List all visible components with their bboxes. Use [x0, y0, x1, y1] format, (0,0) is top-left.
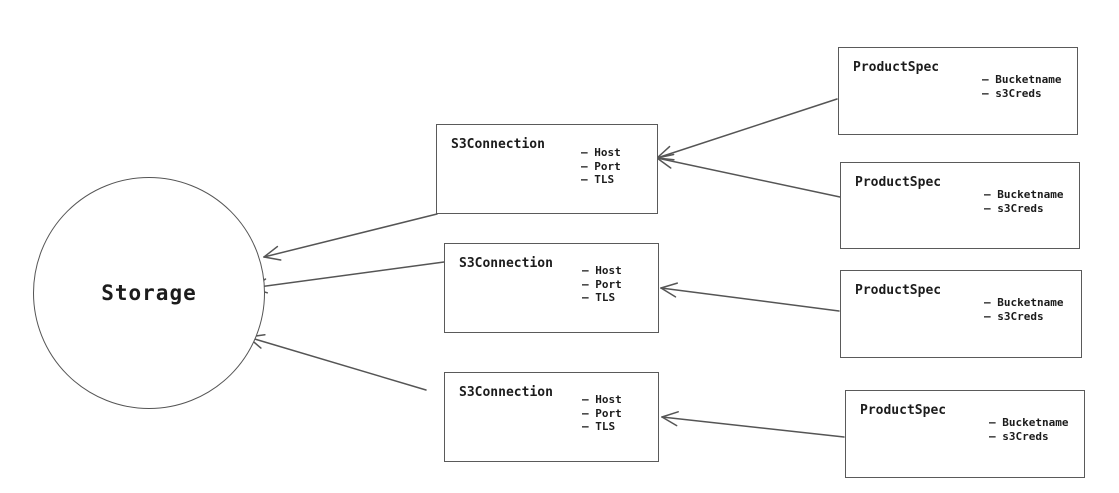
product-spec-attribute: – s3Creds: [989, 429, 1049, 443]
storage-label: Storage: [101, 281, 197, 305]
product-spec-box[interactable]: ProductSpec – Bucketname– s3Creds: [840, 162, 1080, 249]
product-spec-attribute-list: – Bucketname– s3Creds: [982, 73, 1061, 100]
product-spec-attribute: – Bucketname: [984, 188, 1064, 201]
s3-connection-title: S3Connection: [459, 385, 553, 400]
connection-3-to-storage: [247, 334, 427, 391]
s3-connection-box[interactable]: S3Connection – Host– Port– TLS: [444, 372, 659, 462]
s3-connection-title: S3Connection: [459, 256, 553, 271]
s3-connection-title: S3Connection: [451, 137, 545, 152]
s3-connection-attribute: – Port: [581, 159, 621, 173]
s3-connection-attribute: – TLS: [582, 420, 616, 433]
product-spec-attribute-list: – Bucketname– s3Creds: [984, 296, 1063, 323]
s3-connection-attribute: – TLS: [581, 173, 615, 186]
product-spec-title: ProductSpec: [855, 283, 942, 298]
s3-connection-box[interactable]: S3Connection – Host– Port– TLS: [444, 243, 659, 333]
spec-4-to-connection-3: [661, 411, 845, 438]
s3-connection-box[interactable]: S3Connection – Host– Port– TLS: [436, 124, 658, 214]
connection-1-to-storage: [263, 213, 438, 261]
storage-circle[interactable]: Storage: [33, 177, 265, 409]
product-spec-box[interactable]: ProductSpec – Bucketname– s3Creds: [845, 390, 1085, 478]
product-spec-attribute: – s3Creds: [984, 309, 1044, 323]
s3-connection-attribute: – Host: [582, 393, 622, 406]
spec-3-to-connection-2: [660, 282, 840, 312]
s3-connection-attribute-list: – Host– Port– TLS: [581, 146, 621, 187]
s3-connection-attribute-list: – Host– Port– TLS: [582, 264, 622, 305]
product-spec-box[interactable]: ProductSpec – Bucketname– s3Creds: [838, 47, 1078, 135]
product-spec-attribute: – Bucketname: [984, 296, 1064, 309]
connection-2-to-storage: [250, 261, 445, 294]
product-spec-box[interactable]: ProductSpec – Bucketname– s3Creds: [840, 270, 1082, 358]
s3-connection-attribute-list: – Host– Port– TLS: [582, 393, 622, 434]
product-spec-attribute: – Bucketname: [989, 416, 1069, 429]
product-spec-title: ProductSpec: [860, 403, 947, 418]
spec-2-to-connection-1: [656, 153, 841, 198]
spec-1-to-connection-1: [656, 98, 838, 161]
product-spec-attribute-list: – Bucketname– s3Creds: [984, 188, 1063, 215]
s3-connection-attribute: – Port: [582, 277, 622, 291]
product-spec-attribute: – Bucketname: [982, 73, 1062, 86]
s3-connection-attribute: – Host: [581, 146, 621, 159]
product-spec-attribute: – s3Creds: [984, 201, 1044, 215]
s3-connection-attribute: – Port: [582, 406, 622, 420]
product-spec-title: ProductSpec: [855, 175, 942, 190]
product-spec-attribute-list: – Bucketname– s3Creds: [989, 416, 1068, 443]
s3-connection-attribute: – Host: [582, 264, 622, 277]
product-spec-title: ProductSpec: [853, 60, 940, 75]
s3-connection-attribute: – TLS: [582, 291, 616, 304]
product-spec-attribute: – s3Creds: [982, 86, 1042, 100]
